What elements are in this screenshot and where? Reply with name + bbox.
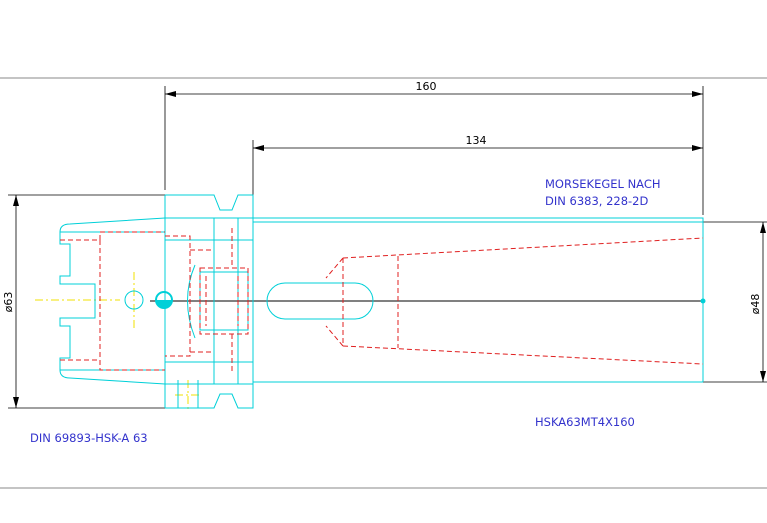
hsk-taper-outline — [59, 217, 173, 385]
dimension-taper-length: 134 — [252, 134, 703, 195]
sheet-frame — [0, 77, 767, 489]
part-code-note: HSKA63MT4X160 — [535, 415, 635, 429]
shank-diameter-label: ø48 — [749, 294, 762, 315]
dimension-flange-diameter: ø63 — [2, 194, 165, 409]
centerline — [35, 272, 706, 410]
standard-note: DIN 69893-HSK-A 63 — [30, 431, 148, 445]
hidden-lines — [60, 228, 704, 374]
shank-outline — [252, 217, 704, 384]
morse-note-line2: DIN 6383, 228-2D — [545, 194, 648, 208]
dimension-overall-length: 160 — [164, 80, 704, 215]
overall-length-label: 160 — [416, 80, 437, 93]
taper-length-label: 134 — [466, 134, 487, 147]
morse-note-line1: MORSEKEGEL NACH — [545, 177, 661, 191]
flange-diameter-label: ø63 — [2, 292, 15, 313]
dimension-shank-diameter: ø48 — [703, 221, 767, 383]
